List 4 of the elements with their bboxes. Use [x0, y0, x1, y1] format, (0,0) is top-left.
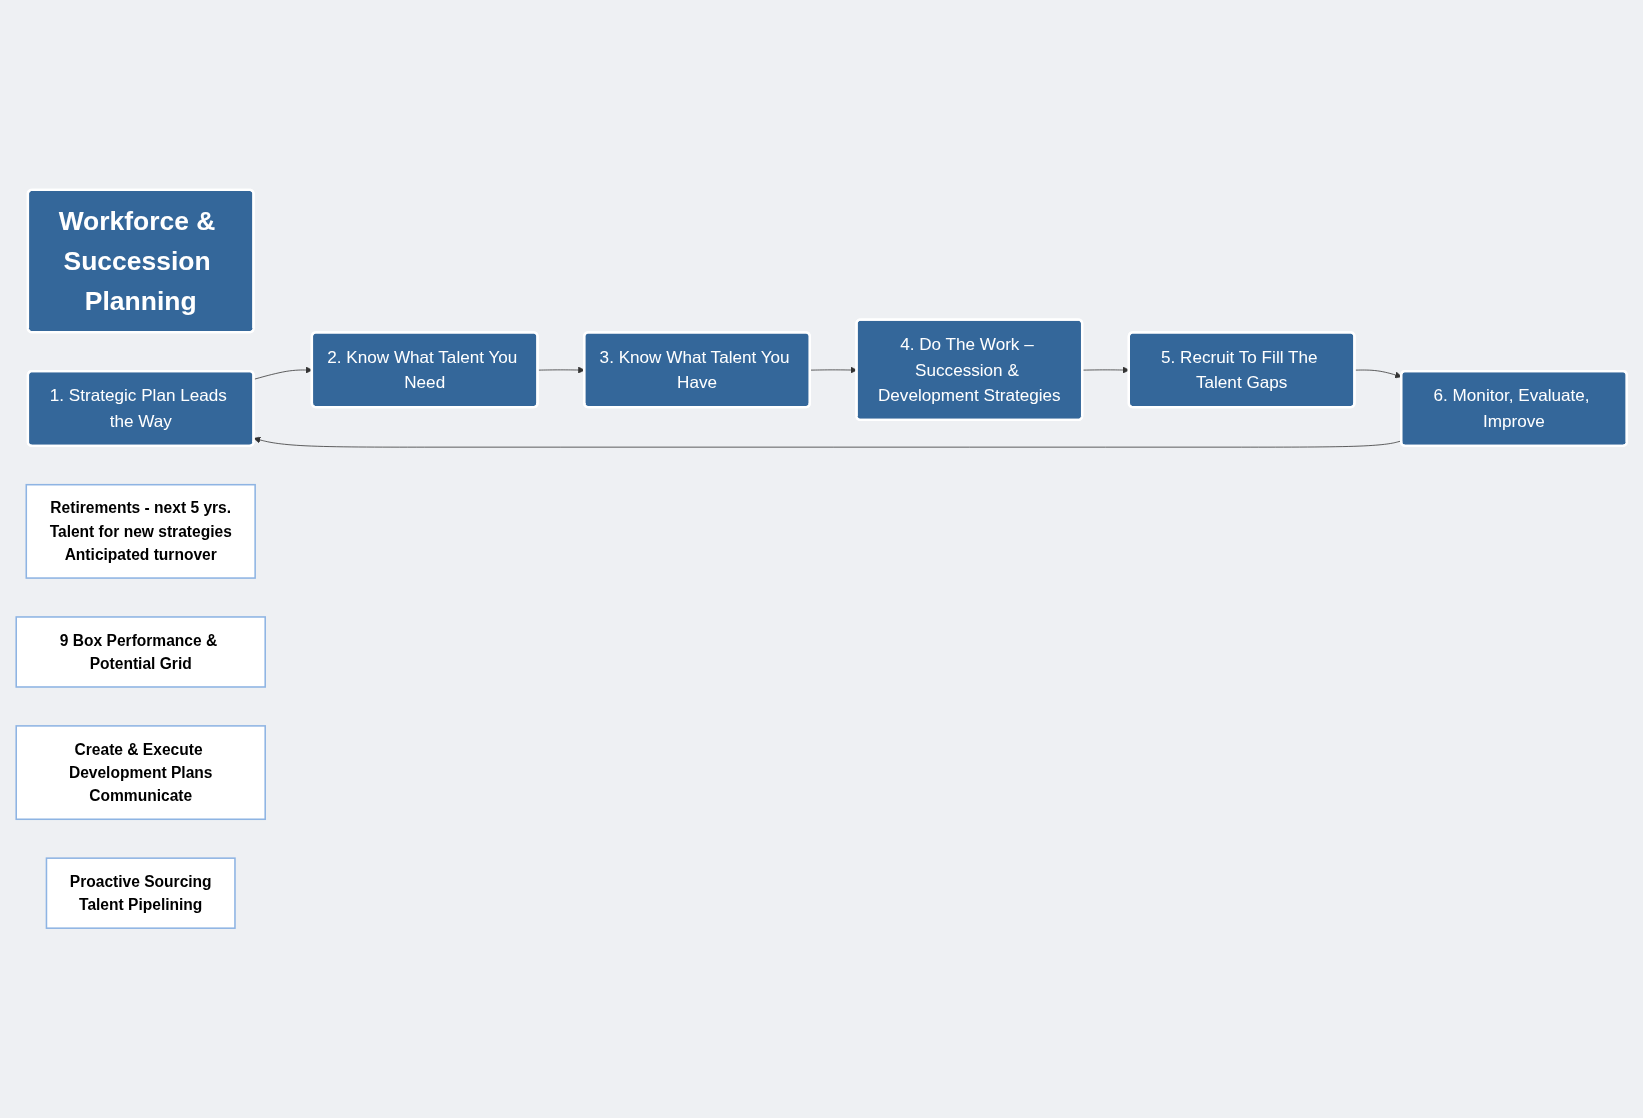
node-box: Retirements - next 5 yrs. Talent for new strategies Anticipated turnover [25, 483, 256, 579]
node-box: Proactive Sourcing Talent Pipelining [45, 857, 236, 929]
node-box: Create & Execute Development Plans Communicate [15, 725, 266, 821]
node-box: 9 Box Performance & Potential Grid [15, 616, 266, 688]
